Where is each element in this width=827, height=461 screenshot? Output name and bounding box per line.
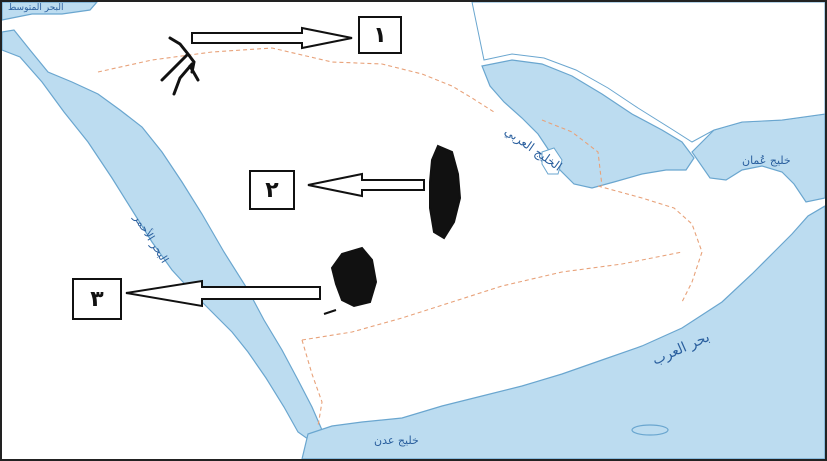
region-mark-3 (330, 246, 378, 308)
arrow-2 (307, 172, 425, 198)
marker-box-1: ١ (358, 16, 402, 54)
border-yemen (301, 339, 323, 427)
label-gulf-of-aden: خليج عدن (374, 434, 419, 447)
label-gulf-of-oman: خليج عُمان (742, 154, 791, 167)
border-inner (541, 119, 603, 187)
qatar-notch (541, 147, 563, 175)
iran-coast (471, 2, 825, 143)
region-mark-1 (160, 36, 200, 96)
marker-box-2: ٢ (249, 170, 295, 210)
arabian-gulf (481, 59, 695, 189)
region-mark-3-tail (323, 309, 337, 315)
border-south (301, 251, 683, 341)
marker-box-3: ٣ (72, 278, 122, 320)
region-mark-2 (429, 144, 462, 240)
label-mediterranean: البحر المتوسط (8, 3, 64, 13)
border-north (97, 47, 495, 113)
border-east (597, 185, 703, 303)
island (631, 424, 669, 436)
red-sea (2, 29, 323, 443)
arrow-3 (125, 279, 321, 308)
arabian-sea (301, 205, 825, 459)
arrow-1 (191, 26, 353, 50)
mediterranean-sea (2, 2, 98, 21)
